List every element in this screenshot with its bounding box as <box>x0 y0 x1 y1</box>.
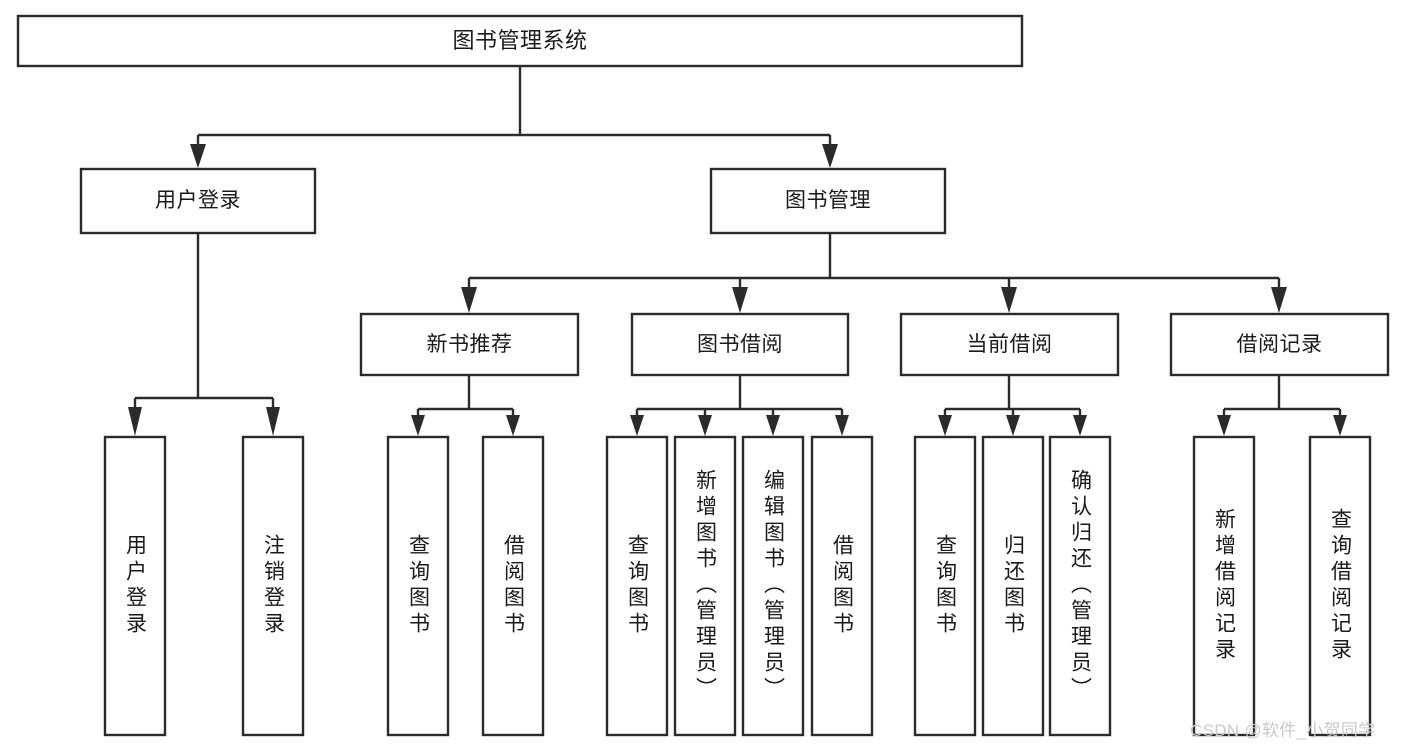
node-box-user-login[interactable] <box>79 167 317 235</box>
node-box-book-manage[interactable] <box>709 167 947 235</box>
arrow-head-leaf-borrowrecord-1 <box>1333 415 1347 436</box>
connector-group-new-book <box>411 375 520 436</box>
arrow-head-leaf-borrowrecord-0 <box>1217 415 1231 436</box>
node-box-leaf-currentborrow-0[interactable] <box>913 435 977 737</box>
arrow-head-leaf-bookborrow-2 <box>766 415 780 436</box>
node-box-new-book-recommend[interactable] <box>359 312 580 377</box>
node-box-leaf-currentborrow-1[interactable] <box>981 435 1045 737</box>
arrow-head-leaf-currentborrow-2 <box>1073 415 1087 436</box>
node-box-root[interactable] <box>16 14 1024 68</box>
node-box-leaf-bookborrow-0[interactable] <box>605 435 669 737</box>
arrow-head-book-borrow <box>732 287 748 313</box>
arrow-head-leaf-user-login-1 <box>266 407 280 436</box>
arrow-head-leaf-currentborrow-1 <box>1006 415 1020 436</box>
connector-group-book-borrow <box>630 375 849 436</box>
arrow-head-leaf-bookborrow-3 <box>835 415 849 436</box>
node-box-leaf-bookborrow-2[interactable] <box>741 435 805 737</box>
node-box-borrow-record[interactable] <box>1169 312 1390 377</box>
node-box-book-borrow[interactable] <box>630 312 850 377</box>
arrow-head-leaf-newbook-1 <box>506 415 520 436</box>
connector-group-root <box>190 66 838 168</box>
node-box-leaf-user-login-0[interactable] <box>103 435 167 737</box>
node-box-current-borrow[interactable] <box>899 312 1120 377</box>
node-box-leaf-borrowrecord-0[interactable] <box>1192 435 1256 737</box>
arrow-head-leaf-user-login-0 <box>128 407 142 436</box>
node-box-leaf-user-login-1[interactable] <box>241 435 305 737</box>
arrow-head-leaf-bookborrow-0 <box>630 415 644 436</box>
node-box-leaf-newbook-0[interactable] <box>386 435 450 737</box>
arrow-head-current-borrow <box>1001 287 1017 313</box>
connector-group-user-login <box>128 233 280 436</box>
csdn-watermark: CSDN @软件_小贺同学 <box>1190 721 1376 740</box>
connector-group-book-manage <box>461 233 1287 313</box>
arrow-head-borrow-record <box>1271 287 1287 313</box>
arrow-head-leaf-newbook-0 <box>411 415 425 436</box>
node-box-leaf-currentborrow-2[interactable] <box>1048 435 1112 737</box>
node-box-leaf-bookborrow-1[interactable] <box>673 435 737 737</box>
arrow-head-new-book <box>461 287 477 313</box>
arrow-head-leaf-currentborrow-0 <box>938 415 952 436</box>
node-box-leaf-borrowrecord-1[interactable] <box>1308 435 1372 737</box>
connector-group-current-borrow <box>938 375 1087 436</box>
arrow-head-leaf-bookborrow-1 <box>698 415 712 436</box>
node-box-leaf-bookborrow-3[interactable] <box>810 435 874 737</box>
arrow-head-book-manage <box>822 144 838 168</box>
arrow-head-user-login <box>190 144 206 168</box>
node-box-leaf-newbook-1[interactable] <box>481 435 545 737</box>
connector-group-borrow-record <box>1217 375 1347 436</box>
